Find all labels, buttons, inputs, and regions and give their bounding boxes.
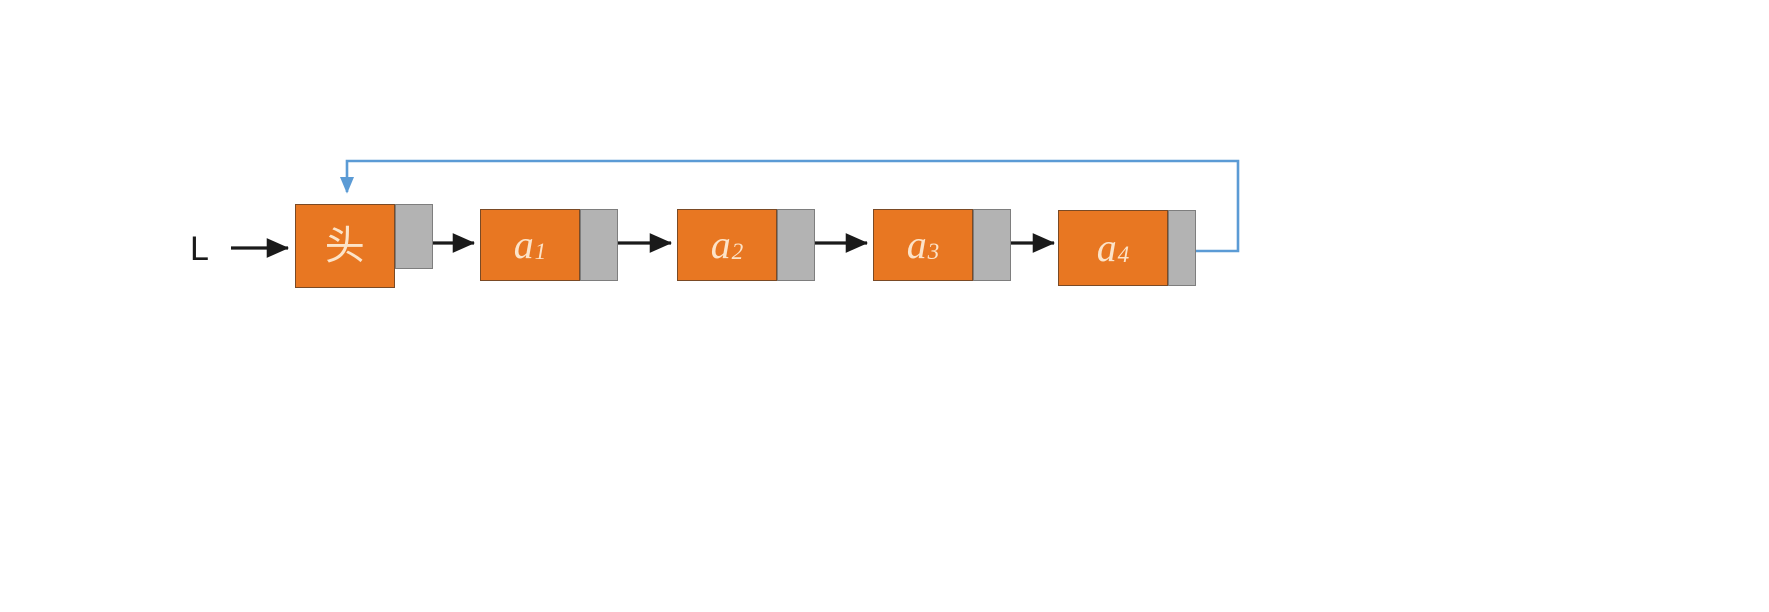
node-data-letter-a2: a (710, 222, 732, 267)
node-data-subscript-a4: 4 (1117, 241, 1130, 268)
node-data-subscript-a2: 2 (731, 238, 744, 265)
list-node-head[interactable]: 头 (295, 204, 433, 288)
entry-label-L: L (190, 230, 209, 268)
node-data-letter-a1: a (513, 222, 535, 267)
node-pointer-field-a3 (973, 209, 1011, 281)
node-pointer-field-a1 (580, 209, 618, 281)
node-pointer-field-a4 (1168, 210, 1196, 286)
node-data-subscript-a1: 1 (534, 238, 547, 265)
node-data-letter-a4: a (1096, 225, 1118, 270)
node-data-subscript-a3: 3 (927, 238, 940, 265)
node-data-field-head: 头 (295, 204, 395, 288)
node-pointer-field-head (395, 204, 433, 269)
node-data-letter-a3: a (906, 222, 928, 267)
loop-arrow-a4-to-head (339, 159, 1240, 253)
node-pointer-field-a2 (777, 209, 815, 281)
